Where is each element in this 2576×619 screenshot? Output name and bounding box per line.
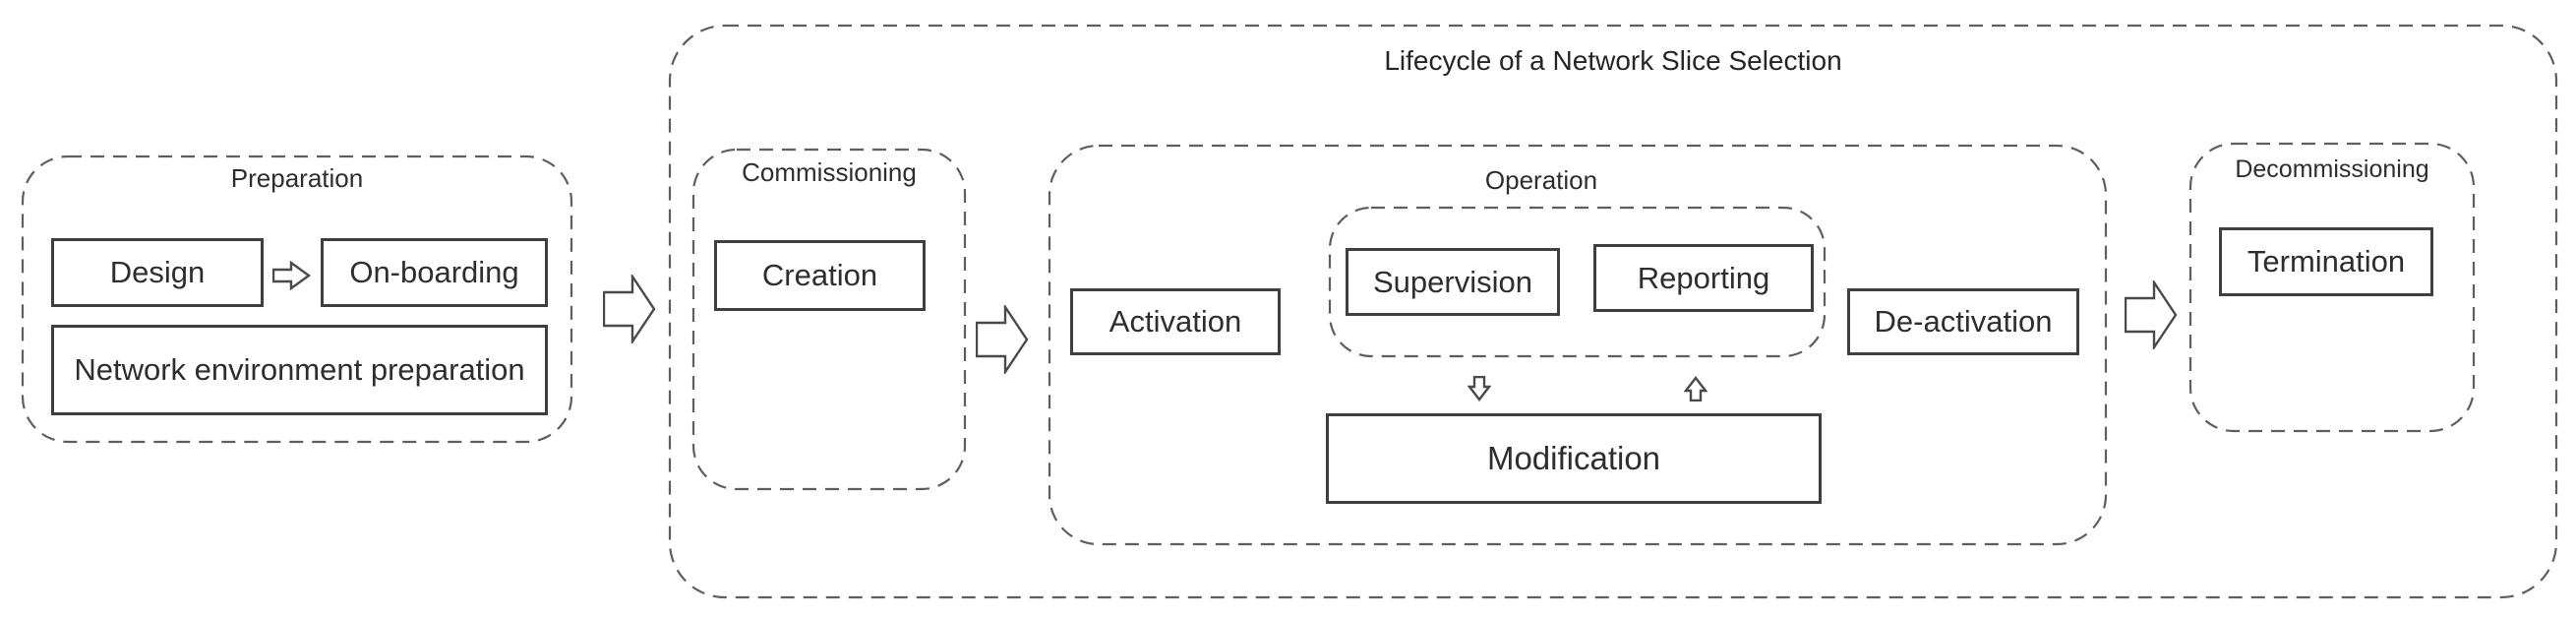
commissioning-group-label: Commissioning (742, 157, 917, 187)
operation-group-outline (1048, 144, 2108, 546)
decommissioning-group-label: Decommissioning (2235, 155, 2429, 183)
supervision-to-modification-down-arrow-icon (1468, 376, 1491, 402)
preparation-to-commissioning-arrow-icon (603, 275, 656, 343)
modification-box: Modification (1326, 413, 1822, 504)
onboarding-box: On-boarding (321, 238, 548, 307)
activation-box: Activation (1070, 288, 1281, 355)
preparation-group-outline (21, 155, 573, 444)
supervision-box: Supervision (1346, 248, 1560, 316)
lifecycle-group-outline (668, 24, 2558, 599)
diagram-title: Lifecycle of a Network Slice Selection (1384, 45, 1842, 76)
creation-box: Creation (714, 240, 926, 311)
network-environment-preparation-box: Network environment preparation (51, 325, 548, 415)
deactivation-box: De-activation (1847, 288, 2079, 355)
termination-box: Termination (2219, 227, 2433, 296)
commissioning-group-outline (691, 148, 967, 491)
preparation-group-label: Preparation (230, 163, 364, 193)
decommissioning-group-outline (2188, 142, 2476, 433)
reporting-box: Reporting (1593, 244, 1814, 312)
operation-to-decommissioning-arrow-icon (2125, 280, 2178, 349)
modification-to-reporting-up-arrow-icon (1684, 376, 1707, 402)
commissioning-to-operation-arrow-icon (976, 305, 1029, 374)
design-box: Design (51, 238, 264, 307)
design-to-onboarding-arrow-icon (272, 260, 312, 291)
operation-group-label: Operation (1484, 165, 1598, 195)
supervision-reporting-subgroup-outline (1328, 206, 1827, 358)
